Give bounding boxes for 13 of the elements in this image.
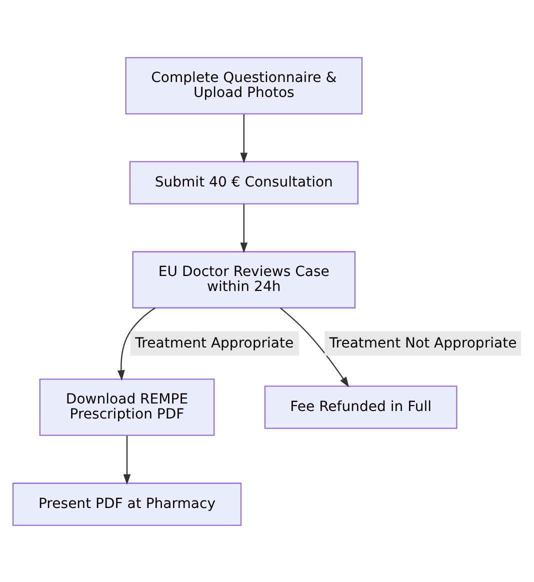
arrow — [117, 306, 156, 380]
arrow — [240, 204, 248, 253]
node-box: Fee Refunded in Full — [264, 385, 458, 428]
node-box: EU Doctor Reviews Case within 24h — [132, 250, 356, 308]
edge-label: Treatment Appropriate — [135, 335, 294, 352]
arrow — [240, 114, 248, 163]
arrow — [123, 435, 131, 484]
node-box: Submit 40 € Consultation — [129, 160, 358, 204]
node-box: Complete Questionnaire & Upload Photos — [125, 56, 363, 114]
arrow — [280, 307, 350, 387]
node-box: Download REMPE Prescription PDF — [39, 378, 215, 436]
edge-label: Treatment Not Appropriate — [329, 335, 517, 352]
node-box: Present PDF at Pharmacy — [12, 482, 242, 526]
